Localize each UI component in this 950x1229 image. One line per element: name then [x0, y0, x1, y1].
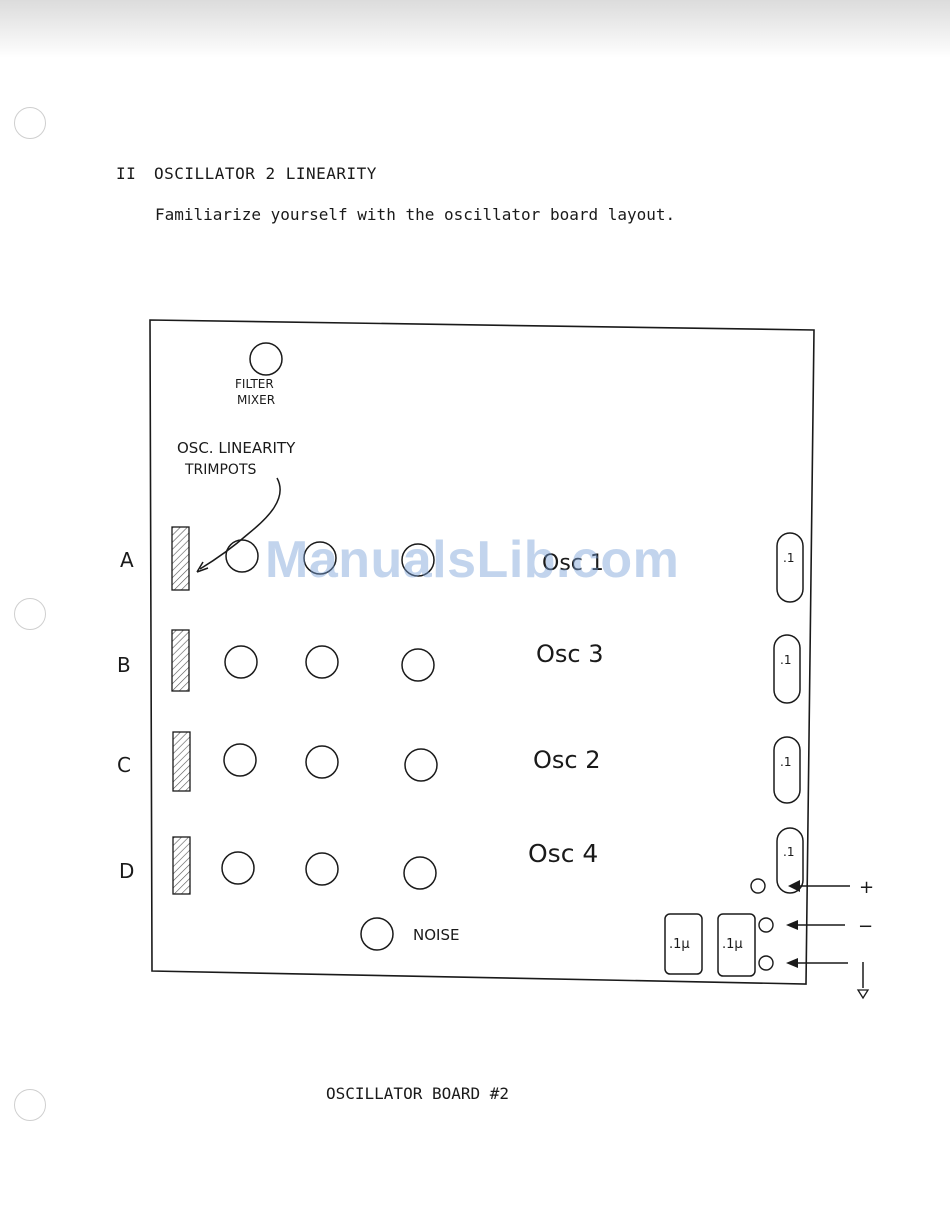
capacitor	[774, 737, 800, 803]
pot	[226, 540, 258, 572]
osc-label-b: Osc 3	[536, 640, 604, 668]
pot	[306, 746, 338, 778]
arrow-head	[786, 958, 798, 968]
watermark: ManualsLib.com	[265, 530, 679, 590]
trimpot-c	[173, 732, 190, 791]
plus-terminal-label: +	[859, 877, 874, 898]
capacitor-value: .1μ	[669, 937, 690, 952]
noise-label: NOISE	[413, 926, 459, 944]
row-label-d: D	[119, 859, 134, 883]
filter-mixer-pot	[250, 343, 282, 375]
ground-icon	[858, 962, 868, 998]
capacitor	[774, 635, 800, 703]
pot	[225, 646, 257, 678]
capacitor-value: .1	[780, 653, 791, 667]
pot	[306, 646, 338, 678]
trimpot-callout-label-1: OSC. LINEARITY	[177, 439, 296, 457]
capacitor-value: .1	[783, 551, 794, 565]
trimpot-a	[172, 527, 189, 590]
row-label-b: B	[117, 653, 131, 677]
terminal	[759, 918, 773, 932]
pot	[224, 744, 256, 776]
pot	[306, 853, 338, 885]
osc-label-d: Osc 4	[528, 839, 598, 868]
capacitor-value: .1μ	[722, 937, 743, 952]
trimpot-callout-label-2: TRIMPOTS	[184, 462, 257, 478]
capacitor-value: .1	[783, 845, 794, 859]
trimpot-b	[172, 630, 189, 691]
noise-pot	[361, 918, 393, 950]
capacitor-value: .1	[780, 755, 791, 769]
pot	[402, 649, 434, 681]
pot	[222, 852, 254, 884]
row-label-a: A	[120, 548, 134, 572]
minus-terminal-label: −	[858, 916, 873, 937]
arrow-head	[788, 880, 800, 892]
row-label-c: C	[117, 753, 131, 777]
pot	[405, 749, 437, 781]
trimpot-d	[173, 837, 190, 894]
board-outline	[150, 320, 814, 984]
pot	[404, 857, 436, 889]
filter-mixer-label-2: MIXER	[237, 393, 275, 407]
terminal	[751, 879, 765, 893]
osc-label-c: Osc 2	[533, 746, 601, 774]
filter-mixer-label-1: FILTER	[235, 377, 274, 391]
terminal	[759, 956, 773, 970]
figure-caption: OSCILLATOR BOARD #2	[326, 1084, 509, 1103]
arrow-head	[786, 920, 798, 930]
capacitor	[777, 533, 803, 602]
